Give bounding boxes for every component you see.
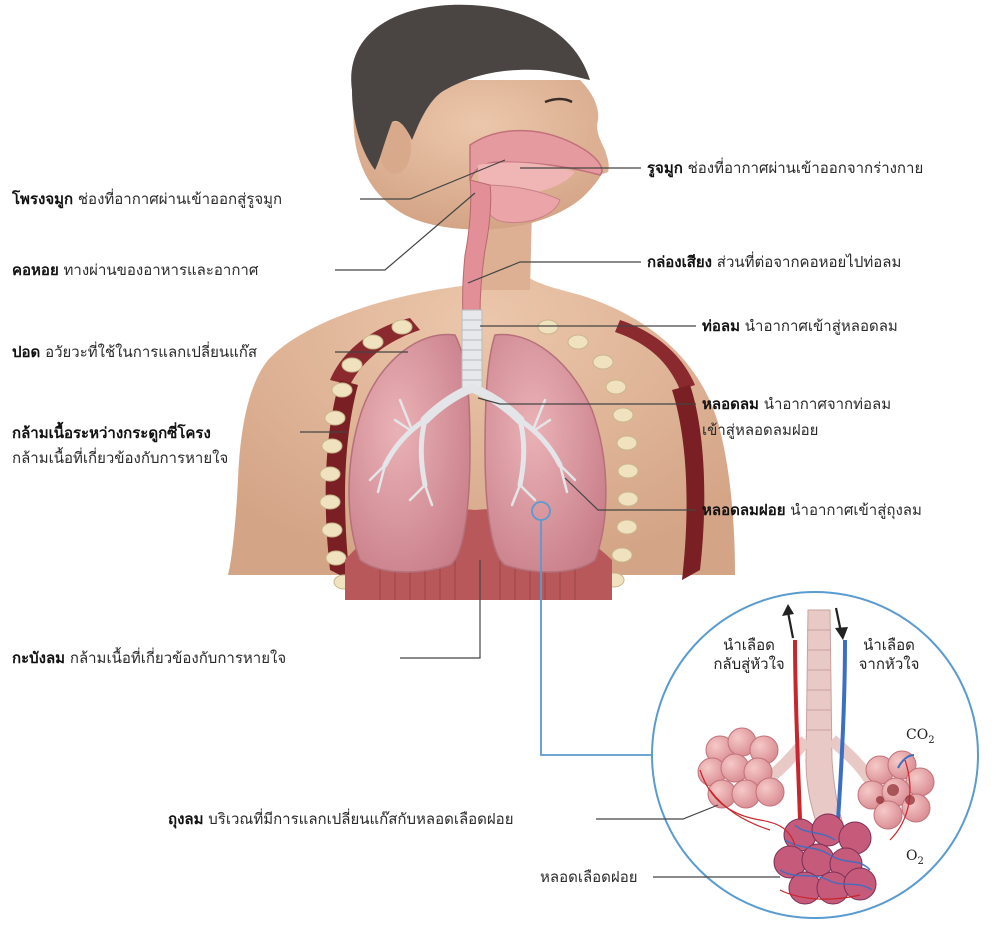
term-bronchus: หลอดลม <box>702 395 759 413</box>
label-nasal-cavity: โพรงจมูก ช่องที่อากาศผ่านเข้าออกสู่รูจมู… <box>12 189 282 209</box>
label-bronchiole: หลอดลมฝอย นำอากาศเข้าสู่ถุงลม <box>702 500 922 520</box>
label-diaphragm: กะบังลม กล้ามเนื้อที่เกี่ยวข้องกับการหาย… <box>12 648 286 668</box>
desc-nostril: ช่องที่อากาศผ่านเข้าออกจากร่างกาย <box>688 159 924 177</box>
desc-alveoli: บริเวณที่มีการแลกเปลี่ยนแก๊สกับหลอดเลือด… <box>208 810 513 828</box>
term-larynx: กล่องเสียง <box>647 253 712 271</box>
label-o2: O2 <box>906 848 924 867</box>
zoom-label-from-heart: นำเลือด จากหัวใจ <box>846 636 932 674</box>
desc-lung: อวัยวะที่ใช้ในการแลกเปลี่ยนแก๊ส <box>45 343 257 361</box>
zoom-label-return-blood: นำเลือด กลับสู่หัวใจ <box>704 636 794 674</box>
zoom-left-line2: กลับสู่หัวใจ <box>704 655 794 674</box>
desc-intercostal: กล้ามเนื้อที่เกี่ยวข้องกับการหายใจ <box>12 448 228 468</box>
label-trachea: ท่อลม นำอากาศเข้าสู่หลอดลม <box>702 316 898 336</box>
desc-bronchiole: นำอากาศเข้าสู่ถุงลม <box>790 501 922 519</box>
desc-trachea: นำอากาศเข้าสู่หลอดลม <box>745 317 898 335</box>
label-capillary: หลอดเลือดฝอย <box>540 867 638 887</box>
label-bronchus: หลอดลม นำอากาศจากท่อลม <box>702 394 891 414</box>
term-pharynx: คอหอย <box>12 261 59 279</box>
label-larynx: กล่องเสียง ส่วนที่ต่อจากคอหอยไปท่อลม <box>647 252 901 272</box>
label-pharynx: คอหอย ทางผ่านของอาหารและอากาศ <box>12 260 258 280</box>
term-trachea: ท่อลม <box>702 317 740 335</box>
label-alveoli: ถุงลม บริเวณที่มีการแลกเปลี่ยนแก๊สกับหลอ… <box>168 809 513 829</box>
term-diaphragm: กะบังลม <box>12 649 65 667</box>
desc-diaphragm: กล้ามเนื้อที่เกี่ยวข้องกับการหายใจ <box>70 649 286 667</box>
label-nostril: รูจมูก ช่องที่อากาศผ่านเข้าออกจากร่างกาย <box>647 158 923 178</box>
zoom-right-line1: นำเลือด <box>846 636 932 655</box>
label-intercostal: กล้ามเนื้อระหว่างกระดูกซี่โครง <box>12 423 211 443</box>
desc-larynx: ส่วนที่ต่อจากคอหอยไปท่อลม <box>717 253 902 271</box>
label-lung: ปอด อวัยวะที่ใช้ในการแลกเปลี่ยนแก๊ส <box>12 342 257 362</box>
trachea <box>462 310 482 388</box>
term-lung: ปอด <box>12 343 40 361</box>
term-intercostal: กล้ามเนื้อระหว่างกระดูกซี่โครง <box>12 424 211 442</box>
desc-pharynx: ทางผ่านของอาหารและอากาศ <box>64 261 259 279</box>
zoom-right-line2: จากหัวใจ <box>846 655 932 674</box>
term-alveoli: ถุงลม <box>168 810 204 828</box>
label-co2: CO2 <box>906 727 935 746</box>
zoom-left-line1: นำเลือด <box>704 636 794 655</box>
desc-nasal-cavity: ช่องที่อากาศผ่านเข้าออกสู่รูจมูก <box>78 190 282 208</box>
term-nasal-cavity: โพรงจมูก <box>12 190 73 208</box>
term-nostril: รูจมูก <box>647 159 683 177</box>
desc2-bronchus: เข้าสู่หลอดลมฝอย <box>702 420 818 440</box>
term-bronchiole: หลอดลมฝอย <box>702 501 786 519</box>
desc-bronchus: นำอากาศจากท่อลม <box>764 395 891 413</box>
